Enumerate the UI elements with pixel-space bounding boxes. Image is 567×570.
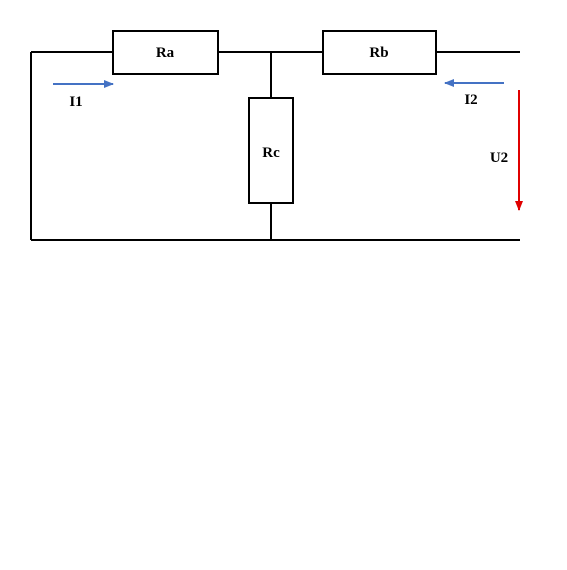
voltage-u2-label: U2 xyxy=(490,150,508,166)
resistor-ra xyxy=(112,30,219,75)
resistor-rc-label: Rc xyxy=(262,145,280,161)
resistor-rc xyxy=(248,97,294,204)
current-i1-label: I1 xyxy=(69,94,82,110)
resistor-ra-label: Ra xyxy=(156,45,175,61)
resistor-rb xyxy=(322,30,437,75)
current-i2-label: I2 xyxy=(464,92,477,108)
resistor-rb-label: Rb xyxy=(369,45,388,61)
